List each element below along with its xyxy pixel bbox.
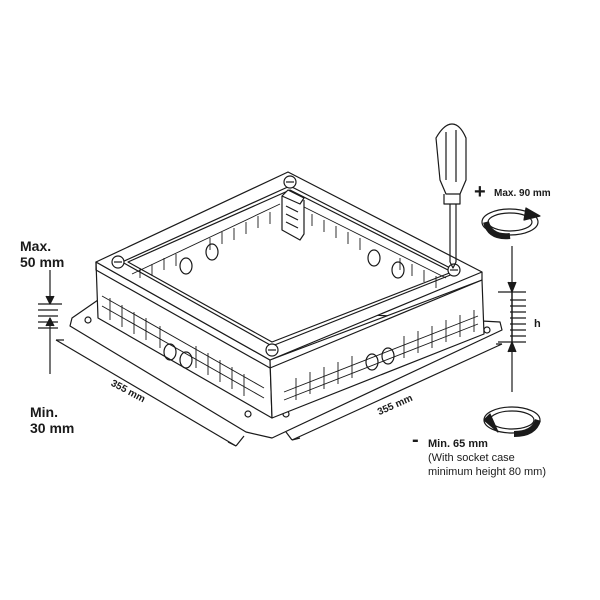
rotate-counterclockwise-icon (483, 406, 541, 437)
max-height-text: Max. 50 mm (20, 238, 65, 270)
top-frame (95, 171, 483, 369)
max-height-label: Max. 50 mm (20, 238, 64, 270)
minus-sign: - (412, 429, 419, 451)
min-height-label: Min. 30 mm (30, 404, 74, 436)
min-height-text: Min. 30 mm (30, 404, 75, 436)
min-adjust-note-1: (With socket case (428, 452, 515, 464)
max-adjust-label: Max. 90 mm (494, 188, 551, 199)
height-dimension-left (38, 270, 62, 374)
height-dimension-right (498, 246, 526, 392)
screwdriver-icon (435, 123, 467, 269)
min-adjust-label: Min. 65 mm (428, 438, 488, 450)
plus-sign: + (474, 181, 486, 203)
min-adjust-note-2: minimum height 80 mm) (428, 466, 546, 478)
rotate-clockwise-icon (481, 207, 541, 240)
box-body (95, 261, 485, 419)
width-dimension (55, 339, 503, 447)
h-label: h (534, 318, 541, 330)
